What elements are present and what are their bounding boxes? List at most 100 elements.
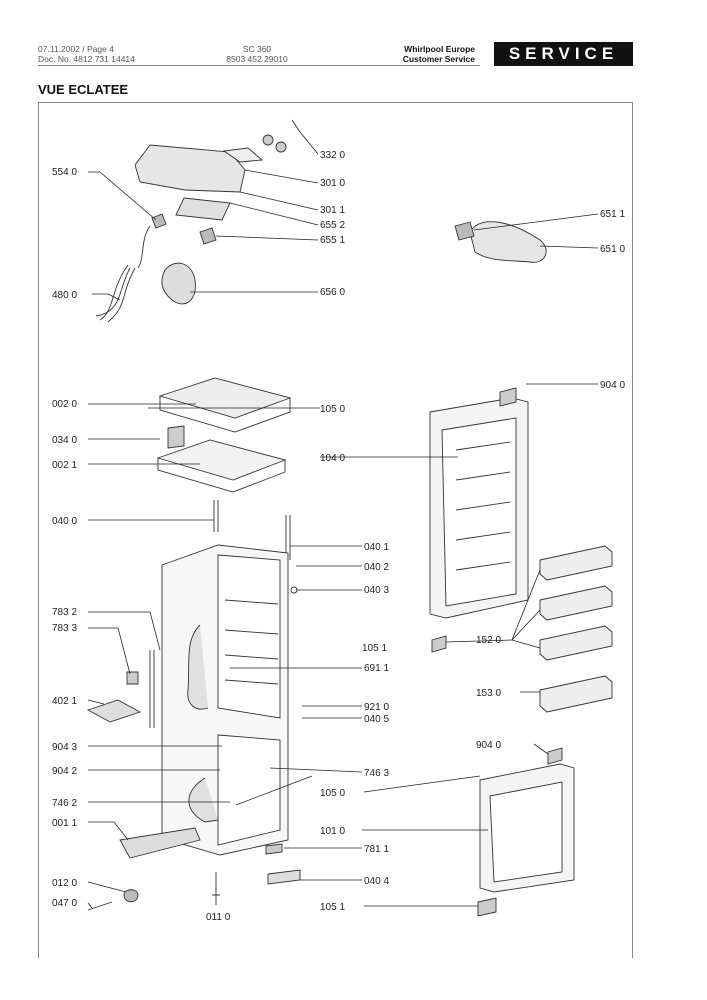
header-model-info: SC 360 8503 452 29010 [222, 44, 292, 64]
tray-002-0 [158, 377, 292, 419]
foot-011-0 [212, 872, 220, 905]
label-105-1-bottom: 105 1 [320, 902, 345, 913]
part-402-1 [86, 699, 142, 723]
screw-047-0 [87, 901, 113, 911]
cabinet-inner-lower [217, 734, 281, 846]
label-651-0: 651 0 [600, 244, 625, 255]
label-301-1: 301 1 [320, 205, 345, 216]
label-104-0: 104 0 [320, 453, 345, 464]
balcony-152-0a [539, 545, 613, 581]
lamp-cover-651-0 [469, 221, 547, 263]
door-104-0-inner [441, 417, 517, 607]
part-783-3 [126, 671, 139, 685]
tray-002-1-side [157, 458, 286, 493]
label-002-1: 002 1 [52, 460, 77, 471]
label-153-0: 153 0 [476, 688, 501, 699]
cabinet-inner-upper [217, 554, 281, 719]
thermostat-554-0 [151, 213, 167, 229]
door-101-0-inner [489, 781, 563, 883]
label-651-1: 651 1 [600, 209, 625, 220]
header-company: Whirlpool Europe Customer Service [370, 44, 475, 64]
thermostat-wire [137, 225, 151, 269]
header-divider [38, 65, 480, 66]
label-002-0: 002 0 [52, 399, 77, 410]
label-034-0: 034 0 [52, 435, 77, 446]
header-department: Customer Service [402, 54, 475, 64]
label-040-0: 040 0 [52, 516, 77, 527]
label-554-0: 554 0 [52, 167, 77, 178]
shelf-4 [224, 679, 279, 685]
label-480-0: 480 0 [52, 290, 77, 301]
shelf-2 [224, 629, 279, 635]
service-badge: SERVICE [494, 42, 633, 66]
label-781-1: 781 1 [364, 844, 389, 855]
header-company-name: Whirlpool Europe [404, 44, 475, 54]
label-040-5: 040 5 [364, 714, 389, 725]
header-doc-number: Doc. No. 4812 731 14414 [38, 54, 135, 64]
label-904-0-bottom: 904 0 [476, 740, 501, 751]
divider-034-0 [167, 425, 185, 449]
screw-332-0 [291, 119, 301, 133]
bracket-040-4 [267, 869, 301, 885]
bracket-904-0b [547, 747, 563, 765]
label-691-1: 691 1 [364, 663, 389, 674]
label-047-0: 047 0 [52, 898, 77, 909]
label-783-2: 783 2 [52, 607, 77, 618]
label-783-3: 783 3 [52, 623, 77, 634]
cutaway-lower [188, 777, 219, 823]
rod-783-2 [149, 650, 155, 728]
knob-656-0 [161, 262, 196, 305]
label-904-0-top: 904 0 [600, 380, 625, 391]
shelf-3 [224, 654, 279, 660]
nut-332-0a [262, 134, 274, 146]
header-date-page: 07.11.2002 / Page 4 [38, 44, 114, 54]
balcony-152-0b [539, 585, 613, 621]
label-301-0: 301 0 [320, 178, 345, 189]
label-105-0-bottom: 105 0 [320, 788, 345, 799]
label-040-2: 040 2 [364, 562, 389, 573]
header-model: SC 360 [242, 44, 272, 54]
header-doc-info: 07.11.2002 / Page 4 Doc. No. 4812 731 14… [38, 44, 135, 64]
door-shelves [455, 441, 511, 571]
cutaway-upper [187, 624, 209, 710]
label-746-2: 746 2 [52, 798, 77, 809]
nut-332-0b [275, 141, 287, 153]
hinge-105-1a [431, 635, 447, 653]
label-655-1: 655 1 [320, 235, 345, 246]
balcony-152-0c [539, 625, 613, 661]
label-152-0: 152 0 [476, 635, 501, 646]
label-921-0: 921 0 [364, 702, 389, 713]
label-655-2: 655 2 [320, 220, 345, 231]
hinge-105-1b [477, 897, 497, 917]
diagram-frame [38, 102, 633, 958]
lamp-socket-655-1 [199, 227, 217, 245]
part-labels: 332 0 301 0 301 1 655 2 655 1 554 0 480 … [52, 150, 625, 923]
label-904-3: 904 3 [52, 742, 77, 753]
label-001-1: 001 1 [52, 818, 77, 829]
page-title: VUE ECLATEE [38, 82, 129, 97]
label-332-0: 332 0 [320, 150, 345, 161]
label-105-1-top: 105 1 [362, 643, 387, 654]
bracket-904-0a [499, 387, 517, 407]
label-746-3: 746 3 [364, 768, 389, 779]
plate-655-2 [175, 197, 231, 221]
balcony-153-0 [539, 675, 613, 713]
part-781-1 [265, 843, 283, 855]
foot-012-0 [123, 889, 139, 903]
part-drawings [86, 119, 613, 917]
tray-002-0-side [159, 396, 291, 433]
cable-480-0 [95, 264, 136, 323]
label-656-0: 656 0 [320, 287, 345, 298]
label-040-4: 040 4 [364, 876, 389, 887]
lamp-cover-301-1 [222, 147, 264, 163]
label-040-3: 040 3 [364, 585, 389, 596]
leader-lines [87, 131, 599, 909]
label-402-1: 402 1 [52, 696, 77, 707]
label-040-1: 040 1 [364, 542, 389, 553]
shelf-1 [224, 599, 279, 605]
base-001-1 [119, 827, 201, 859]
label-101-0: 101 0 [320, 826, 345, 837]
label-904-2: 904 2 [52, 766, 77, 777]
hinge-pin-040-0 [213, 500, 219, 532]
